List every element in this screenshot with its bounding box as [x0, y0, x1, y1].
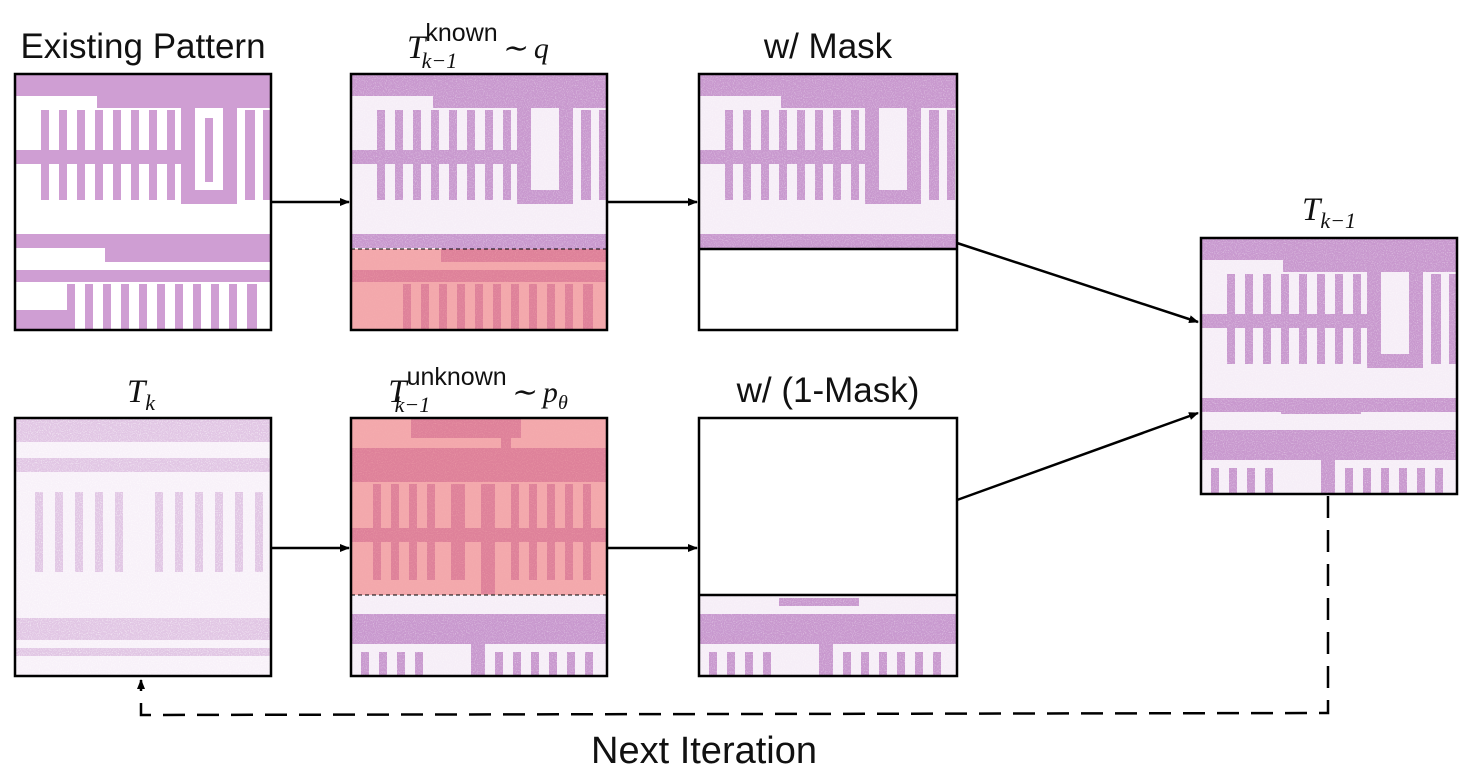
w-one-minus-mask-label: w/ (1-Mask)	[736, 371, 920, 410]
t-k-panel	[13, 416, 273, 678]
mask-overlay	[351, 249, 607, 330]
t-k-label: Tk	[127, 374, 156, 415]
next-iteration-label: Next Iteration	[591, 730, 817, 772]
w-one-minus-mask-panel	[697, 416, 959, 678]
existing-pattern-panel	[13, 72, 273, 332]
unknown-mask-overlay	[351, 418, 607, 595]
next-iteration-loop-arrow	[137, 496, 1330, 717]
existing-pattern-label: Existing Pattern	[20, 27, 265, 66]
w-mask-label: w/ Mask	[763, 27, 893, 66]
arrow-one-minus-mask-to-output	[956, 411, 1199, 502]
t-known-panel	[349, 72, 609, 332]
t-k-minus-1-panel	[1199, 236, 1459, 496]
arrow-mask-to-output	[956, 241, 1199, 324]
t-unknown-panel	[349, 416, 609, 678]
t-k-minus-1-label: Tk−1	[1302, 192, 1356, 233]
w-mask-panel	[697, 72, 959, 332]
